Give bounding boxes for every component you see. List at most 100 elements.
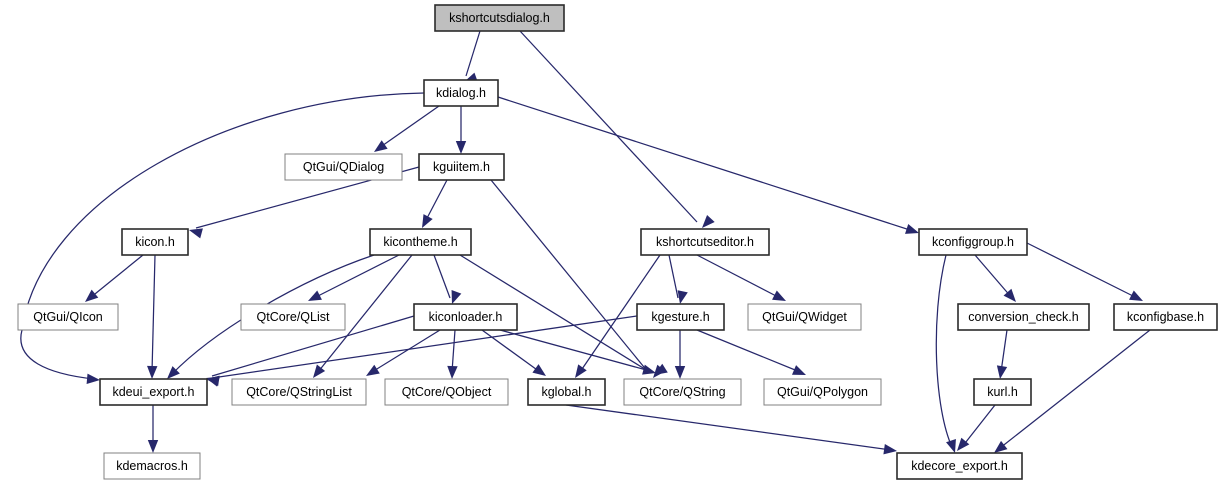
node-qtcore_qstringlist[interactable]: QtCore/QStringList [231, 378, 367, 406]
edge-line [696, 254, 781, 299]
edge-line [89, 254, 144, 299]
node-box[interactable] [369, 228, 472, 256]
edge-kicontheme-to-kiconloader [433, 254, 462, 304]
edge-line [451, 329, 456, 373]
node-box[interactable] [957, 303, 1090, 331]
edge-line [961, 404, 996, 448]
edge-kicon-to-kdeui_export [147, 254, 158, 379]
arrowhead-icon [905, 224, 919, 234]
node-qtcore_qobject[interactable]: QtCore/QObject [384, 378, 509, 406]
node-kshortcutsdialog[interactable]: kshortcutsdialog.h [434, 4, 565, 32]
node-kgesture[interactable]: kgesture.h [636, 303, 725, 331]
node-qtgui_qdialog[interactable]: QtGui/QDialog [284, 153, 403, 181]
node-qtcore_qstring[interactable]: QtCore/QString [623, 378, 742, 406]
edge-line [579, 254, 661, 373]
edge-kgesture-to-kdeui_export [206, 315, 638, 386]
edge-line [211, 315, 638, 379]
edge-kiconloader-to-qtcore_qobject [447, 329, 458, 379]
node-box[interactable] [527, 378, 606, 406]
node-box[interactable] [17, 303, 119, 331]
edge-line [935, 254, 953, 448]
edge-line [211, 315, 415, 377]
node-kicon[interactable]: kicon.h [121, 228, 189, 256]
arrowhead-icon [189, 228, 203, 239]
node-kguiitem[interactable]: kguiitem.h [418, 153, 505, 181]
edge-line [424, 179, 448, 223]
edge-line [481, 329, 541, 373]
node-box[interactable] [623, 378, 742, 406]
node-box[interactable] [918, 228, 1028, 256]
arrowhead-icon [994, 440, 1008, 453]
arrowhead-icon [883, 444, 897, 455]
node-box[interactable] [284, 153, 403, 181]
node-qtgui_qwidget[interactable]: QtGui/QWidget [747, 303, 862, 331]
node-box[interactable] [103, 452, 201, 480]
node-box[interactable] [418, 153, 505, 181]
edge-line [974, 254, 1013, 299]
node-box[interactable] [636, 303, 725, 331]
arrowhead-icon [455, 141, 467, 154]
node-box[interactable] [413, 303, 518, 331]
edge-kconfigbase-to-kdecore_export [994, 329, 1151, 453]
node-box[interactable] [384, 378, 509, 406]
node-box[interactable] [1113, 303, 1218, 331]
nodes-layer: kshortcutsdialog.h kdialog.hQtGui/QDialog… [17, 4, 1218, 480]
node-box[interactable] [640, 228, 770, 256]
edge-kconfiggroup-to-kdecore_export [935, 254, 956, 453]
node-qtgui_qicon[interactable]: QtGui/QIcon [17, 303, 119, 331]
node-kdeui_export[interactable]: kdeui_export.h [99, 378, 208, 406]
node-kicontheme[interactable]: kicontheme.h [369, 228, 472, 256]
edge-line [378, 105, 440, 149]
edge-kurl-to-kdecore_export [957, 404, 996, 451]
edge-line [433, 254, 451, 299]
node-kconfigbase[interactable]: kconfigbase.h [1113, 303, 1218, 331]
node-kglobal[interactable]: kglobal.h [527, 378, 606, 406]
node-kshortcutseditor[interactable]: kshortcutseditor.h [640, 228, 770, 256]
arrowhead-icon [374, 140, 388, 152]
node-kdialog[interactable]: kdialog.h [423, 79, 499, 107]
arrowhead-icon [422, 214, 433, 228]
node-box[interactable] [121, 228, 189, 256]
node-box[interactable] [240, 303, 346, 331]
edge-kicontheme-to-qtcore_qlist [308, 254, 400, 301]
arrowhead-icon [677, 290, 688, 304]
node-kconfiggroup[interactable]: kconfiggroup.h [918, 228, 1028, 256]
node-box[interactable] [896, 452, 1023, 480]
node-box[interactable] [763, 378, 882, 406]
arrowhead-icon [1129, 290, 1143, 301]
node-box[interactable] [231, 378, 367, 406]
arrowhead-icon [147, 365, 158, 379]
edge-kdialog-to-kconfiggroup [497, 96, 919, 234]
arrowhead-icon [702, 214, 715, 228]
edge-conversion_check-to-kurl [996, 329, 1008, 379]
node-kdecore_export[interactable]: kdecore_export.h [896, 452, 1023, 480]
node-box[interactable] [423, 79, 499, 107]
node-qtgui_qpolygon[interactable]: QtGui/QPolygon [763, 378, 882, 406]
arrowhead-icon [313, 364, 326, 378]
edge-kconfiggroup-to-conversion_check [974, 254, 1016, 302]
edge-line [696, 329, 801, 373]
node-box[interactable] [99, 378, 208, 406]
arrowhead-icon [86, 373, 100, 385]
arrowhead-icon [451, 290, 462, 304]
node-kdemacros[interactable]: kdemacros.h [103, 452, 201, 480]
arrowhead-icon [772, 290, 786, 301]
edge-kshortcutseditor-to-kgesture [668, 254, 688, 304]
node-box[interactable] [434, 4, 565, 32]
node-qtcore_qlist[interactable]: QtCore/QList [240, 303, 346, 331]
edge-kshortcutseditor-to-qtcore_qstring [575, 254, 661, 378]
node-box[interactable] [747, 303, 862, 331]
edge-line [1026, 242, 1138, 299]
node-box[interactable] [973, 378, 1032, 406]
node-conversion_check[interactable]: conversion_check.h [957, 303, 1090, 331]
arrowhead-icon [532, 364, 546, 376]
arrowhead-icon [447, 365, 458, 379]
edge-kdeui_export-to-kdemacros [147, 405, 159, 453]
edge-line [20, 92, 425, 380]
edge-line [459, 254, 649, 372]
node-kiconloader[interactable]: kiconloader.h [413, 303, 518, 331]
node-kurl[interactable]: kurl.h [973, 378, 1032, 406]
edge-kshortcutsdialog-to-kshortcutseditor [519, 30, 715, 228]
arrowhead-icon [206, 375, 220, 386]
